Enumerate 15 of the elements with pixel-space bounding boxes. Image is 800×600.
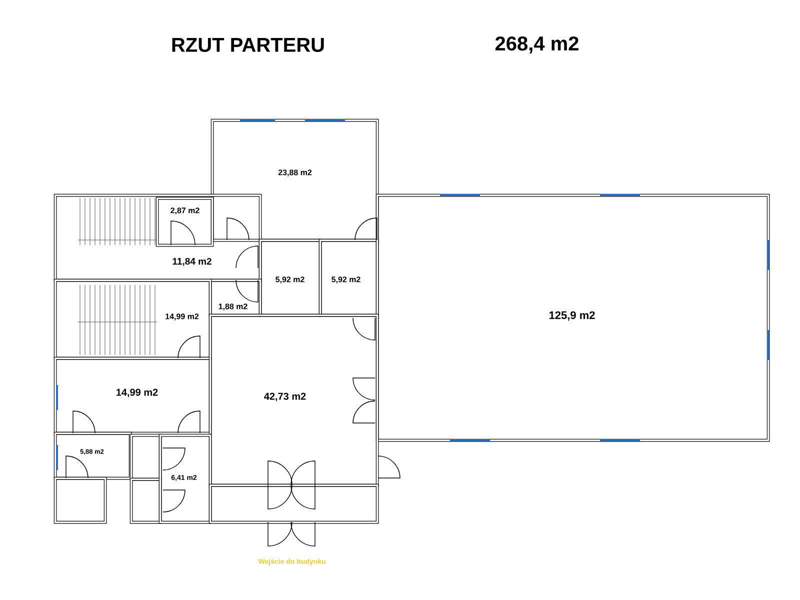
room: 125,9 m2	[376, 194, 770, 442]
room: 2,87 m2	[156, 196, 214, 247]
room: 1,88 m2	[208, 278, 262, 317]
room	[208, 484, 379, 524]
title: RZUT PARTERU	[172, 38, 324, 52]
room: 14,99 m2	[54, 356, 212, 435]
room	[54, 476, 107, 524]
room: 23,88 m2	[210, 118, 379, 242]
room	[130, 478, 162, 524]
room: 14,99 m2	[54, 278, 212, 360]
room: 42,73 m2	[208, 314, 379, 487]
room	[130, 434, 162, 481]
room: 5,92 m2	[318, 238, 379, 317]
area-total: 268,4 m2	[495, 36, 578, 54]
room: 5,92 m2	[258, 238, 322, 317]
